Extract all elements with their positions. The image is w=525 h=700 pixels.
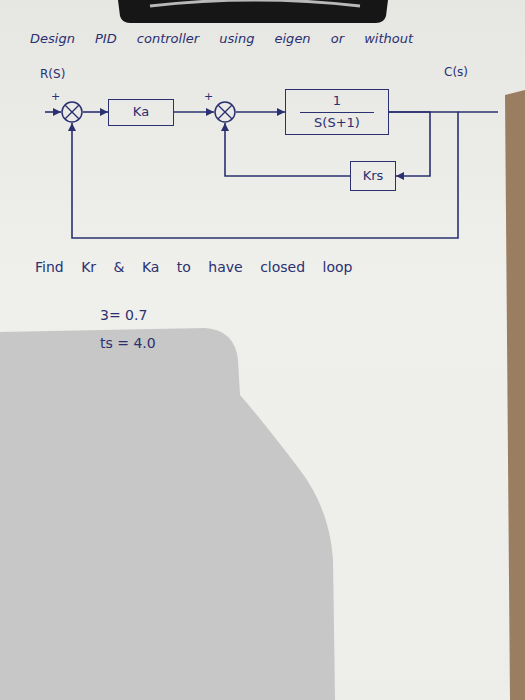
feedback-box: Krs (350, 161, 396, 191)
sign-place: + (204, 86, 213, 104)
sign-place: + (51, 86, 60, 104)
plus-sign: + (51, 90, 60, 103)
problem-statement: Find Kr & Ka to have closed loop (35, 259, 352, 275)
junction-cross (218, 105, 232, 119)
fraction-bar (300, 112, 374, 113)
junction-cross (65, 105, 79, 119)
numerator-text: 1 (333, 93, 341, 109)
junction-cross (218, 105, 232, 119)
block-label: Ka (133, 104, 149, 120)
gain-box: Ka (108, 99, 174, 126)
plus-sign: + (204, 90, 213, 103)
junction-symbol (61, 101, 83, 123)
transfer-function-box: 1S(S+1) (285, 89, 389, 135)
title-text: Design PID controller using eigen or wit… (30, 31, 413, 46)
signal-name-place: R(S) (40, 64, 65, 82)
signal-connector (174, 111, 214, 113)
signal-connector (72, 112, 458, 238)
summing-junction: + (214, 101, 236, 123)
damping-ratio-spec: 3= 0.7 (100, 307, 147, 323)
input-wire (45, 111, 61, 113)
hand-shadow (0, 328, 335, 700)
title-place: Design PID controller using eigen or wit… (30, 29, 413, 47)
summing-junction: + (61, 101, 83, 123)
output-wire (458, 111, 498, 113)
signal-connector (83, 111, 108, 113)
damping-ratio-spec-place: 3= 0.7 (100, 306, 147, 324)
problem-statement-place: Find Kr & Ka to have closed loop (35, 258, 352, 276)
settling-time-spec-place: ts = 4.0 (100, 334, 156, 352)
signal-connector (225, 123, 350, 176)
junction-circle (62, 102, 82, 122)
denominator-text: S(S+1) (314, 115, 360, 131)
signal-name: C(s) (444, 65, 468, 79)
settling-time-spec: ts = 4.0 (100, 335, 156, 351)
clip-wire (150, 0, 360, 6)
clipboard-clip (118, 0, 388, 23)
signal-connector (236, 111, 285, 113)
table-edge (505, 90, 525, 700)
signal-name-place: C(s) (444, 62, 468, 80)
junction-cross (65, 105, 79, 119)
junction-circle (215, 102, 235, 122)
junction-symbol (214, 101, 236, 123)
signal-name: R(S) (40, 67, 65, 81)
block-label: Krs (363, 168, 384, 184)
